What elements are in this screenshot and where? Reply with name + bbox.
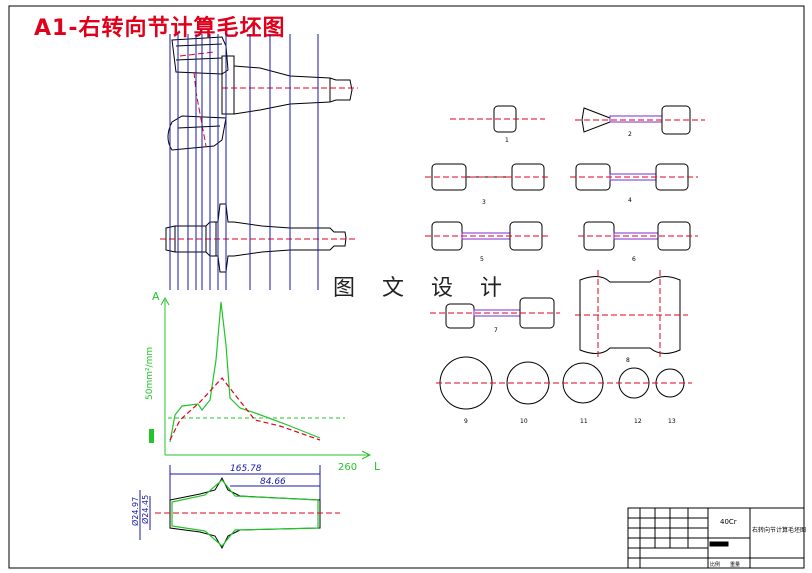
section-area-graph: A L 260 50mm²/mm 165.78 84.66 bbox=[145, 290, 381, 520]
axis-y-label: A bbox=[152, 290, 160, 303]
dim-shaft-length: 84.66 bbox=[260, 477, 286, 487]
axis-y-unit: 50mm²/mm bbox=[145, 347, 155, 400]
dim-diameter-1: Ø24.97 bbox=[130, 497, 140, 526]
forging-side-view bbox=[165, 203, 347, 273]
blank-profile: Ø24.97 Ø24.45 bbox=[130, 476, 340, 550]
step-label-10: 10 bbox=[520, 418, 528, 425]
step-labels: 1 2 3 4 5 6 7 8 9 10 11 12 13 bbox=[464, 131, 676, 425]
drawing-title: A1-右转向节计算毛坯图 bbox=[34, 16, 286, 41]
top-view-centerlines bbox=[179, 51, 358, 147]
step-label-9: 9 bbox=[464, 418, 468, 425]
section-lines bbox=[169, 34, 319, 290]
dim-total-length: 165.78 bbox=[230, 464, 262, 474]
step-label-7: 7 bbox=[494, 327, 498, 334]
weight-label: 重量 bbox=[730, 561, 740, 568]
step-label-8: 8 bbox=[626, 357, 630, 364]
process-steps bbox=[425, 105, 705, 410]
dim-diameter-2: Ø24.45 bbox=[140, 495, 150, 524]
step-label-12: 12 bbox=[634, 418, 642, 425]
step-label-1: 1 bbox=[505, 137, 509, 144]
step-label-11: 11 bbox=[580, 418, 588, 425]
watermark: 图 文 设 计 bbox=[333, 276, 512, 301]
axis-x-max: 260 bbox=[338, 462, 357, 473]
step-label-4: 4 bbox=[628, 197, 632, 204]
step-label-6: 6 bbox=[632, 256, 636, 263]
step-label-5: 5 bbox=[480, 256, 484, 263]
material-label: 40Cr bbox=[720, 518, 737, 526]
step-label-13: 13 bbox=[668, 418, 676, 425]
drawing-border bbox=[8, 5, 805, 569]
step-label-2: 2 bbox=[628, 131, 632, 138]
step-label-3: 3 bbox=[482, 199, 486, 206]
title-block bbox=[627, 507, 805, 569]
drawing-name: 右转向节计算毛坯图 bbox=[752, 526, 806, 534]
scale-label: 比例 bbox=[710, 561, 720, 568]
axis-x-label: L bbox=[374, 460, 381, 473]
